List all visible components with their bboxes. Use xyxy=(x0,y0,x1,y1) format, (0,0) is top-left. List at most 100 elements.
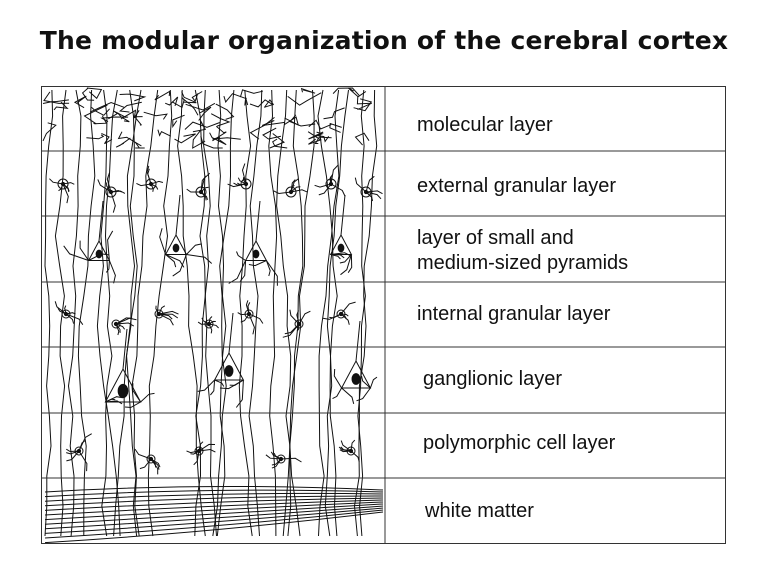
dendrite xyxy=(119,93,147,102)
dendrite xyxy=(356,387,371,402)
dendrite xyxy=(190,450,200,455)
dendrite xyxy=(79,240,90,261)
dendrite xyxy=(329,176,332,185)
white-matter-fibre xyxy=(44,499,384,516)
dendrite xyxy=(280,457,302,463)
dendrite xyxy=(329,122,342,133)
white-matter-fibre xyxy=(44,492,384,502)
dendrite xyxy=(308,119,332,130)
dendrite xyxy=(332,87,360,96)
apical-dendrite xyxy=(98,200,104,242)
dendrite xyxy=(340,446,352,452)
cell-nucleus xyxy=(224,365,234,377)
white-matter-fibre xyxy=(44,503,384,525)
dendrite xyxy=(106,172,112,193)
dendrite xyxy=(236,251,246,261)
fibre xyxy=(96,89,121,537)
dendrite xyxy=(57,307,67,315)
dendrite xyxy=(165,254,177,268)
white-matter-fibre xyxy=(44,511,384,544)
dendrite xyxy=(330,254,345,259)
dendrite xyxy=(158,313,179,319)
dendrite xyxy=(209,132,227,146)
dendrite xyxy=(369,376,378,389)
dendrite xyxy=(134,141,145,149)
white-matter-fibre xyxy=(44,495,384,507)
dendrite xyxy=(271,458,282,469)
dendrite xyxy=(323,107,345,120)
dendrite xyxy=(208,320,216,325)
dendrite xyxy=(157,129,172,137)
dendrite xyxy=(66,450,80,462)
dendrite xyxy=(155,305,160,315)
dendrite xyxy=(269,133,285,149)
dendrite xyxy=(322,313,342,320)
dendrite xyxy=(365,175,375,193)
pyramidal-cell xyxy=(164,233,188,255)
dendrite xyxy=(66,448,80,453)
dendrite xyxy=(330,254,341,260)
dendrite xyxy=(186,450,200,454)
dendrite xyxy=(105,400,123,405)
dendrite xyxy=(97,179,112,193)
dendrite xyxy=(265,260,271,277)
dendrite xyxy=(200,186,209,193)
grid-frame xyxy=(41,86,726,544)
dendrite xyxy=(198,448,216,453)
white-matter-fibre xyxy=(44,497,384,511)
dendrite xyxy=(64,305,67,315)
dendrite xyxy=(200,135,223,149)
pyramidal-cell xyxy=(213,351,245,381)
dendrite xyxy=(43,91,70,104)
dendrite xyxy=(210,379,216,396)
layer-label-ganglionic: ganglionic layer xyxy=(423,368,562,390)
cortex-layer-diagram: molecular layer external granular layer … xyxy=(41,86,726,544)
dendrite xyxy=(210,113,231,127)
dendrite xyxy=(350,439,356,452)
dendrite xyxy=(174,133,196,144)
dendrite xyxy=(88,253,109,261)
dendrite xyxy=(208,323,213,334)
layer-label-internal-granular: internal granular layer xyxy=(417,303,611,325)
dendrite xyxy=(356,96,373,111)
dendrite xyxy=(270,451,282,460)
layer-label-white-matter: white matter xyxy=(425,500,534,522)
granule-cell xyxy=(194,446,204,456)
dendrite xyxy=(265,260,278,286)
cell-nucleus xyxy=(117,383,129,399)
white-matter-fibre xyxy=(44,505,384,530)
fibre xyxy=(317,89,338,537)
pyramidal-cell xyxy=(104,367,142,403)
dendrite xyxy=(296,310,300,325)
fibre xyxy=(101,89,118,537)
dendrite xyxy=(58,183,64,192)
dendrite xyxy=(354,132,370,146)
dendrite xyxy=(239,89,263,98)
dendrite xyxy=(290,189,308,193)
dendrite xyxy=(212,136,241,140)
pyramidal-cell xyxy=(244,239,268,261)
dendrite xyxy=(101,132,113,145)
fibre xyxy=(289,89,315,537)
apical-dendrite xyxy=(122,328,128,370)
dendrite xyxy=(78,450,88,472)
dendrite xyxy=(42,122,57,142)
fibre xyxy=(212,89,235,537)
dendrite xyxy=(298,310,311,325)
dendrite xyxy=(63,245,89,261)
dendrite xyxy=(158,313,174,326)
fibre xyxy=(216,89,227,537)
white-matter-fibre xyxy=(44,489,384,498)
dendrite xyxy=(53,101,69,111)
white-matter-fibre xyxy=(44,501,384,521)
layer-label-external-granular: external granular layer xyxy=(417,175,616,197)
dendrite xyxy=(347,87,367,98)
dendrite xyxy=(354,177,367,193)
dendrite xyxy=(62,183,70,193)
dendrite xyxy=(89,101,125,113)
dendrite xyxy=(272,138,288,149)
dendrite xyxy=(65,312,76,315)
dendrite xyxy=(227,183,247,188)
granule-cell xyxy=(145,178,157,190)
dendrite xyxy=(115,137,131,148)
